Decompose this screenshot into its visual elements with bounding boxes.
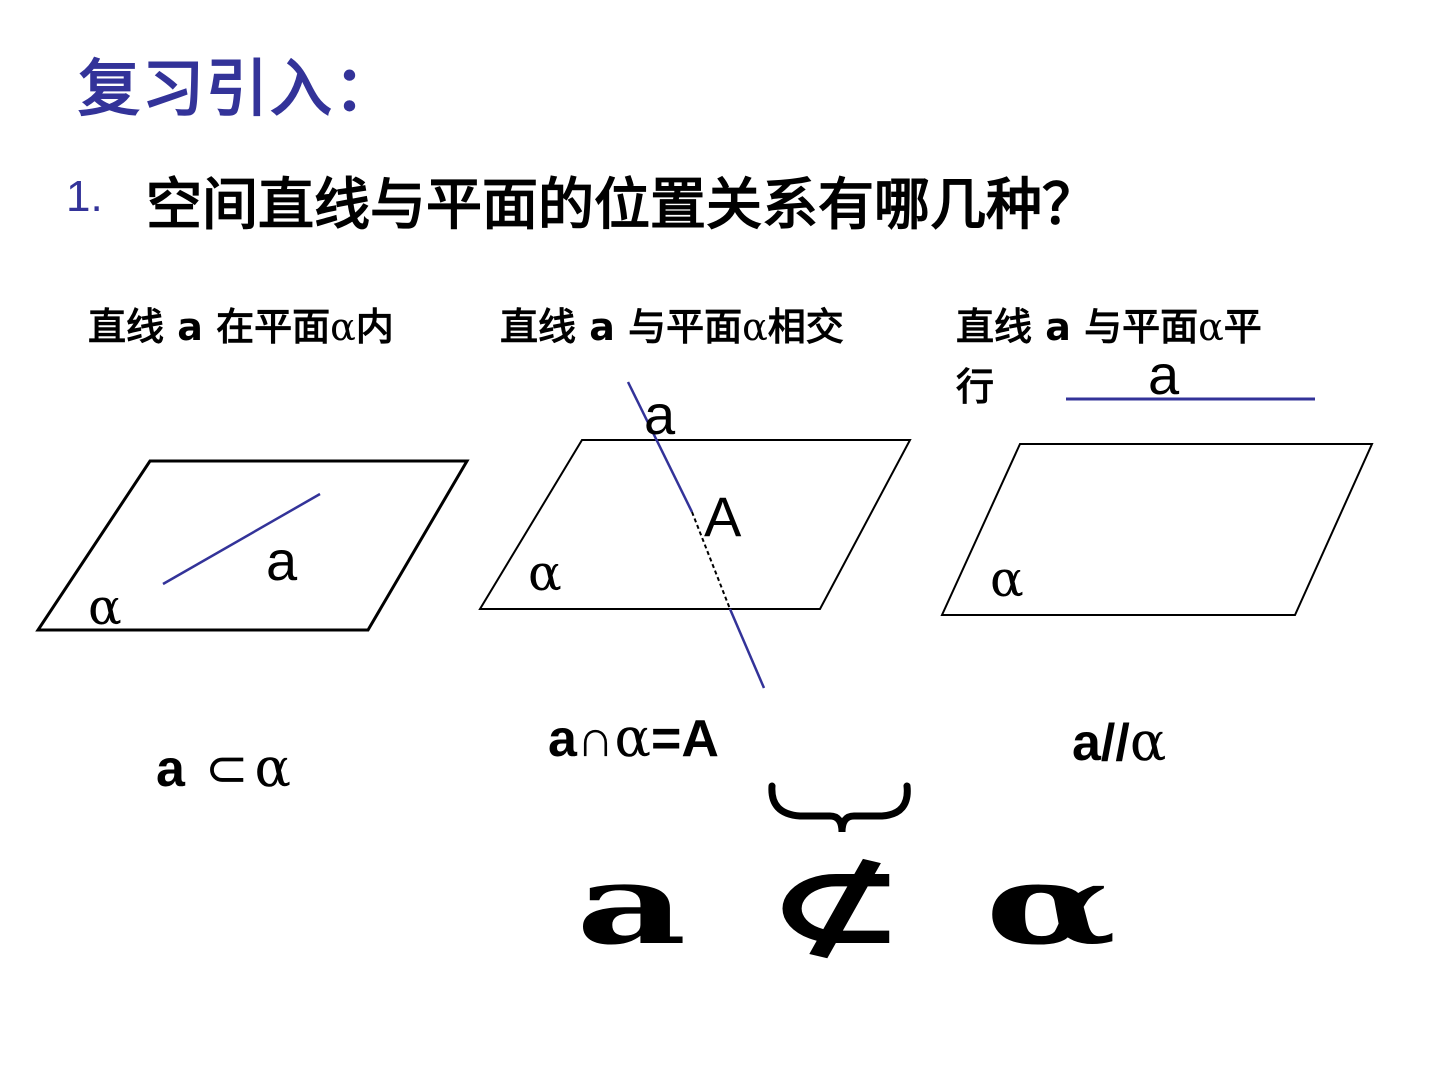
plane-3 — [940, 443, 1374, 616]
fig3-line-label: a — [1148, 343, 1180, 406]
plane-2 — [478, 439, 912, 610]
formula-intersect-alpha: α — [614, 706, 651, 769]
caption-parallel-line2: 行 — [956, 365, 995, 409]
line-a-2-hidden — [691, 511, 731, 610]
caption-intersect-suffix: 相交 — [767, 305, 844, 349]
formula-intersect-a: a∩ — [548, 710, 615, 768]
fig2-point-label: A — [704, 485, 742, 548]
fig2-plane-label: α — [528, 544, 562, 602]
caption-in-plane: 直线 a 在平面α内 — [88, 296, 394, 351]
formula-in-plane-alpha: α — [254, 736, 291, 799]
brace — [768, 782, 911, 833]
caption-parallel: 直线 a 与平面α平 — [956, 296, 1262, 351]
plane-1 — [35, 459, 470, 632]
caption-intersect-prefix: 直线 a 与平面 — [500, 305, 743, 349]
formula-in-plane-a: a — [156, 740, 185, 798]
caption-parallel-suffix: 平 — [1223, 305, 1262, 349]
line-a-2-upper — [626, 381, 694, 513]
fig1-plane-label: α — [88, 578, 122, 636]
fig3-plane-label: α — [990, 550, 1024, 608]
summary-not-subset: a ⊄ α — [576, 840, 1126, 969]
caption-in-plane-prefix: 直线 a 在平面 — [88, 305, 331, 349]
formula-in-plane-symbol: ⊂ — [204, 740, 249, 798]
formula-parallel: a//α — [1072, 710, 1166, 773]
caption-intersect: 直线 a 与平面α相交 — [500, 296, 844, 351]
formula-in-plane: a ⊂α — [156, 736, 291, 799]
formula-parallel-a: a// — [1072, 714, 1130, 772]
fig1-line-label: a — [266, 529, 298, 592]
line-a-1 — [162, 492, 321, 586]
caption-in-plane-suffix: 内 — [355, 305, 394, 349]
question-text: 空间直线与平面的位置关系有哪几种？ — [146, 173, 1098, 238]
line-a-2-lower — [728, 608, 766, 689]
slide-title: 复习引入： — [78, 52, 399, 125]
caption-intersect-alpha: α — [742, 305, 768, 349]
formula-intersect-rest: =A — [650, 710, 719, 768]
formula-intersect: a∩α=A — [548, 706, 719, 769]
caption-parallel-prefix: 直线 a 与平面 — [956, 305, 1199, 349]
caption-parallel-alpha: α — [1198, 305, 1224, 349]
fig2-line-label: a — [644, 383, 676, 446]
caption-in-plane-alpha: α — [330, 305, 356, 349]
question-number: 1. — [66, 172, 103, 221]
formula-parallel-alpha: α — [1129, 710, 1167, 773]
